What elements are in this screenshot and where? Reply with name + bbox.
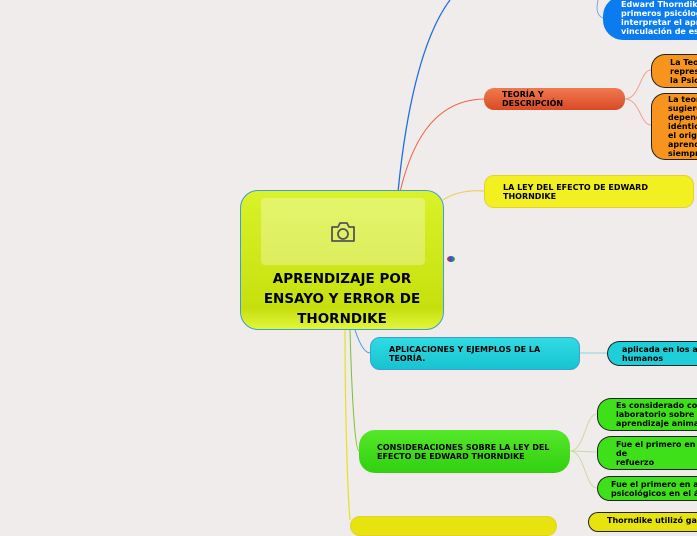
- pin-icon: [447, 256, 455, 262]
- leaf-teoria-1[interactable]: La Teo repres la Psic: [651, 54, 697, 88]
- image-placeholder[interactable]: [261, 198, 425, 265]
- leaf-aplicaciones-1[interactable]: aplicada en los anim humanos: [607, 341, 697, 366]
- branch-teoria[interactable]: TEORÍA Y DESCRIPCIÓN: [484, 88, 625, 110]
- top-node[interactable]: Edward Thorndike primeros psicólogo inte…: [603, 0, 697, 40]
- branch-ley-efecto[interactable]: LA LEY DEL EFECTO DE EDWARD THORNDIKE: [484, 175, 694, 208]
- leaf-consideraciones-3[interactable]: Fue el primero en apli psicológicos en e…: [597, 476, 697, 501]
- leaf-consideraciones-1[interactable]: Es considerado como laboratorio sobre ap…: [597, 398, 697, 431]
- leaf-bottom-1[interactable]: Thorndike utilizó gatos e: [588, 512, 697, 532]
- leaf-consideraciones-2[interactable]: Fue el primero en la de refuerzo: [597, 436, 697, 470]
- branch-consideraciones[interactable]: CONSIDERACIONES SOBRE LA LEY DEL EFECTO …: [359, 430, 570, 473]
- camera-icon: [331, 221, 355, 242]
- connectors: [344, 0, 652, 520]
- branch-bottom[interactable]: [350, 516, 557, 536]
- central-title: APRENDIZAJE POR ENSAYO Y ERROR DE THORND…: [263, 271, 421, 327]
- leaf-teoria-2[interactable]: La teorí sugiere depend idéntico el orig…: [651, 93, 697, 160]
- branch-aplicaciones[interactable]: APLICACIONES Y EJEMPLOS DE LA TEORÍA.: [370, 337, 580, 370]
- central-topic[interactable]: APRENDIZAJE POR ENSAYO Y ERROR DE THORND…: [240, 190, 444, 330]
